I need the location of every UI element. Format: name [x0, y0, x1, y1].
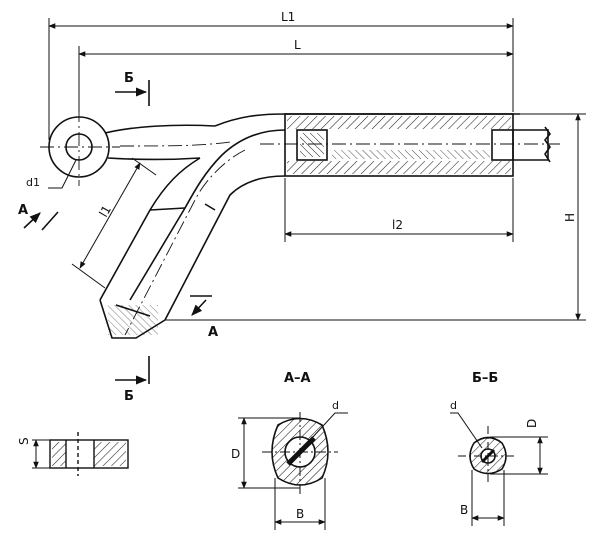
center-lines	[40, 108, 560, 336]
section-mark-a-right: A	[208, 325, 218, 340]
sleeve-insert	[296, 129, 328, 161]
dim-l2-label: l2	[392, 218, 403, 232]
rod-end	[513, 129, 549, 161]
dim-L-label: L	[294, 38, 301, 52]
dim-S-label: S	[17, 437, 31, 445]
bar-inner-leg	[164, 175, 286, 321]
main-view	[48, 113, 552, 339]
dimension-lines	[48, 18, 586, 321]
bar-mid-leg	[129, 129, 286, 301]
dim-L1-label: L1	[281, 10, 295, 24]
section-bb-title: Б–Б	[472, 371, 498, 386]
sleeve-hatching	[108, 116, 511, 335]
dim-l1-label: l1	[96, 203, 114, 219]
eye-rod-top	[104, 124, 216, 134]
rod-break	[543, 126, 552, 163]
bar-outer-leg	[99, 157, 201, 301]
section-aa	[238, 412, 348, 530]
section-bb	[450, 412, 548, 526]
eye-rod-bottom	[107, 157, 201, 161]
section-aa-title: A–A	[284, 371, 311, 386]
section-mark-b-top: Б	[124, 71, 134, 86]
dim-d1-label: d1	[26, 176, 40, 189]
bar-step-2	[204, 203, 216, 211]
dim-B-aa-label: B	[296, 507, 304, 521]
sleeve-end-insert	[491, 129, 514, 161]
s-profile	[32, 432, 129, 476]
section-marks	[23, 80, 212, 385]
bar-step-1	[149, 207, 186, 211]
dim-D-aa-label: D	[231, 447, 240, 461]
section-mark-b-bottom: Б	[124, 389, 134, 404]
dim-d-aa-label: d	[332, 399, 339, 412]
dim-H-label: H	[563, 213, 577, 222]
dim-D-bb-label: D	[525, 419, 539, 428]
section-mark-a-left: A	[18, 203, 28, 218]
dim-d-bb-label: d	[450, 399, 457, 412]
dim-B-bb-label: B	[460, 503, 468, 517]
